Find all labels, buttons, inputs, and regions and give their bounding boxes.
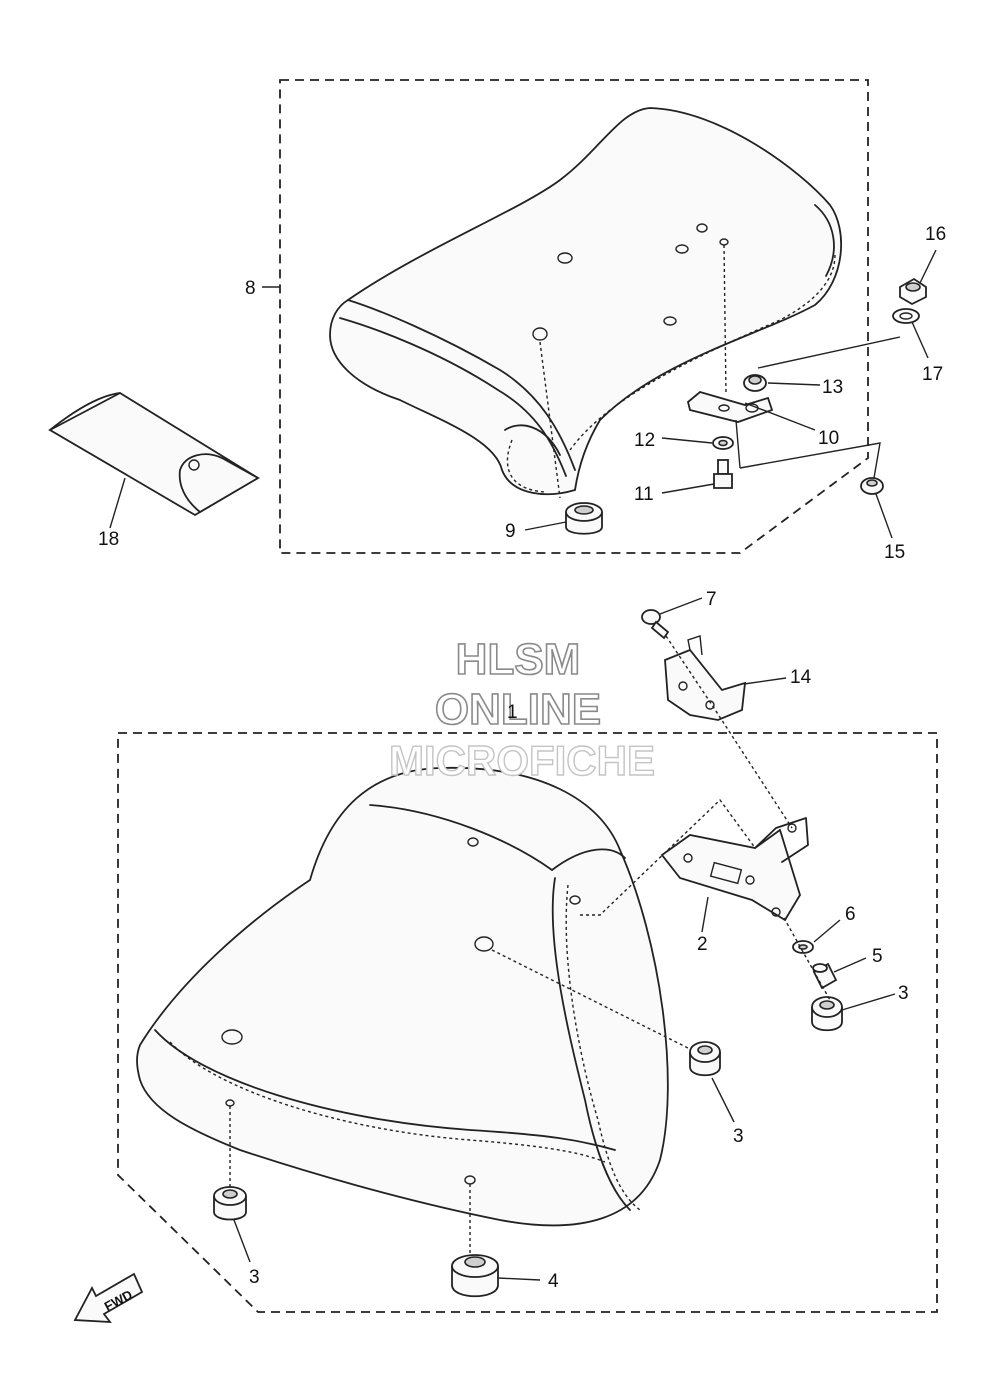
fwd-direction-marker: FWD	[73, 1272, 144, 1324]
leader-lines	[109, 249, 937, 1281]
rider-seat-group-boundary	[117, 732, 938, 1313]
watermark-line-3: MICROFICHE	[389, 737, 655, 784]
callout-12: 12	[634, 430, 655, 451]
part-14-bracket	[664, 635, 747, 721]
part-10-bracket	[686, 391, 774, 423]
callout-6: 6	[845, 904, 856, 925]
part-3-damper-mid	[689, 1041, 721, 1077]
rider-seat-drawing	[136, 766, 781, 1255]
part-15-nut	[860, 477, 884, 495]
part-13-grommet	[743, 374, 767, 392]
part-4-damper	[451, 1254, 499, 1298]
passenger-seat-group	[279, 79, 927, 554]
callouts: 1 2 3 3 3 4 5 6 7 8 9 10 11 12 13 14 15 …	[98, 224, 946, 1292]
part-3-damper-left	[213, 1186, 247, 1221]
callout-1: 1	[507, 702, 518, 723]
callout-3-right: 3	[898, 983, 909, 1004]
part-12-washer	[712, 436, 734, 450]
callout-16: 16	[925, 224, 946, 245]
callout-17: 17	[922, 364, 943, 385]
watermark-line-1: HLSM	[456, 635, 581, 684]
part-9-damper	[565, 502, 603, 535]
callout-4: 4	[548, 1271, 559, 1292]
callout-2: 2	[697, 934, 708, 955]
part-16-nut	[899, 277, 927, 306]
watermark: HLSM ONLINE MICROFICHE	[388, 634, 655, 785]
callout-10: 10	[818, 428, 839, 449]
callout-14: 14	[790, 667, 812, 688]
callout-8: 8	[245, 278, 256, 299]
part-6-washer	[792, 940, 814, 954]
callout-5: 5	[872, 946, 883, 967]
callout-9: 9	[505, 521, 516, 542]
callout-18: 18	[98, 529, 119, 550]
callout-3-left: 3	[249, 1267, 260, 1288]
callout-3-mid: 3	[733, 1126, 744, 1147]
part-2-bracket	[660, 817, 809, 922]
part-11-bolt	[713, 459, 733, 489]
passenger-seat-drawing	[329, 107, 842, 499]
callout-11: 11	[634, 484, 654, 505]
watermark-line-2: ONLINE	[435, 685, 601, 734]
callout-13: 13	[822, 377, 843, 398]
part-7-screw	[641, 609, 793, 829]
callout-7: 7	[706, 589, 717, 610]
part-18-cover	[48, 391, 260, 517]
part-3-damper-right	[811, 996, 843, 1032]
rider-seat-group	[117, 732, 938, 1313]
callout-15: 15	[884, 542, 905, 563]
part-17-washer	[892, 308, 920, 324]
